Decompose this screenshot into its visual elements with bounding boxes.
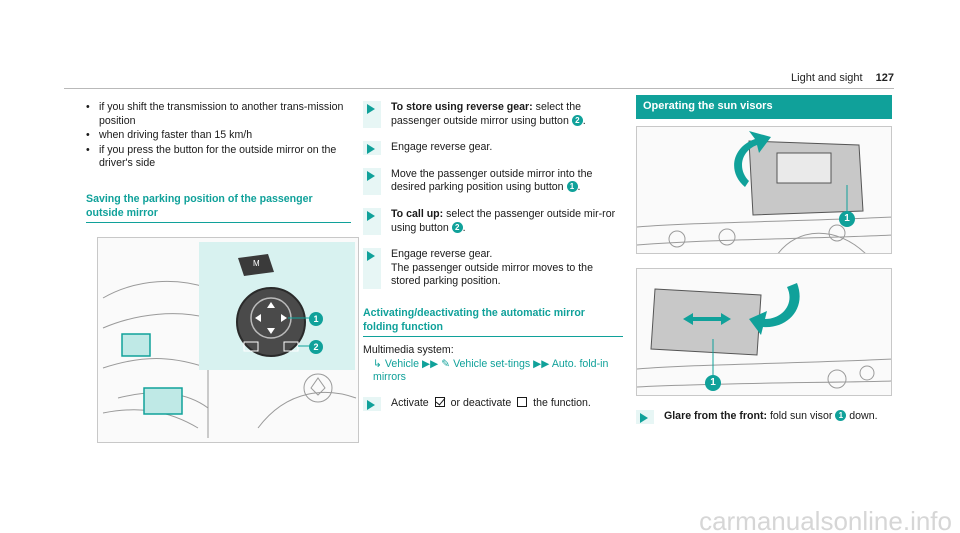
step-text: Move the passenger outside mirror into t…	[391, 167, 593, 194]
header-rule	[64, 88, 894, 89]
step-text: Activate	[391, 396, 429, 409]
sun-visor-illustration-side: 1	[636, 267, 892, 396]
page-header: Light and sight 127	[791, 72, 894, 86]
header-section: Light and sight	[791, 72, 863, 84]
step-tail: down.	[846, 409, 878, 422]
instruction-step: Glare from the front: fold sun visor 1 d…	[636, 409, 892, 424]
path-separator-icon: ▶▶	[533, 357, 550, 370]
step-text: select the passenger outside mirror usin…	[391, 101, 581, 127]
section-title-sun-visors: Operating the sun visors	[636, 95, 892, 119]
step-text: the function.	[533, 396, 591, 409]
step-arrow-icon	[363, 141, 381, 156]
condition-list: if you shift the transmission to another…	[86, 101, 351, 171]
step-result-text: The passenger outside mirror moves to th…	[391, 261, 593, 288]
step-text: select the passenger outside mir-ror usi…	[391, 207, 616, 234]
button-number: 2	[571, 114, 583, 126]
step-tail: .	[582, 114, 586, 127]
step-heading: Glare from the front:	[664, 409, 767, 422]
unchecked-checkbox-icon	[517, 396, 528, 407]
watermark: carmanualsonline.info	[699, 506, 952, 533]
instruction-step: Engage reverse gear. The passenger outsi…	[363, 248, 623, 289]
column-1: if you shift the transmission to another…	[86, 95, 359, 444]
step-heading: To store using reverse gear:	[391, 101, 533, 113]
instruction-step: To store using reverse gear: select the …	[363, 101, 623, 129]
path-separator-icon: ▶▶	[421, 357, 439, 370]
sun-visor-side-drawing	[637, 282, 891, 389]
instruction-step: Move the passenger outside mirror into t…	[363, 167, 623, 195]
sun-visor-illustration-up: 1	[636, 125, 892, 254]
list-item: when driving faster than 15 km/h	[86, 129, 351, 143]
step-arrow-icon	[363, 396, 381, 411]
menu-item-vehicle-settings: Vehicle set-tings	[453, 357, 531, 370]
menu-item-auto-fold: Auto. fold-in mirrors	[373, 357, 609, 384]
column-3: Operating the sun visors 1	[636, 95, 892, 436]
visor-number: 1	[835, 409, 847, 421]
button-number: 2	[451, 221, 463, 233]
car-settings-icon: ✎	[441, 357, 451, 370]
instruction-step: Engage reverse gear.	[363, 141, 623, 156]
step-arrow-icon	[363, 207, 381, 236]
callout-1: 1	[839, 210, 855, 227]
step-text: or deactivate	[450, 396, 512, 409]
checked-checkbox-icon	[434, 396, 445, 407]
menu-path-line: ↳ Vehicle ▶▶ ✎ Vehicle set-tings ▶▶ Auto…	[363, 358, 623, 385]
step-heading: To call up:	[391, 207, 444, 220]
callout-1: 1	[705, 374, 721, 391]
door-control-illustration: M 1 2	[97, 237, 359, 444]
memory-button-label: M	[253, 259, 260, 269]
step-arrow-icon	[363, 101, 381, 129]
callout-1: 1	[309, 312, 323, 327]
list-item: if you shift the transmission to another…	[86, 101, 351, 128]
section-title-auto-folding: Activating/deactivating the automatic mi…	[363, 307, 623, 338]
callout-2: 2	[309, 340, 323, 355]
list-item: if you press the button for the outside …	[86, 144, 351, 171]
section-title-parking-position: Saving the parking position of the passe…	[86, 193, 351, 224]
step-arrow-icon	[636, 409, 654, 424]
column-2: To store using reverse gear: select the …	[363, 95, 623, 424]
step-arrow-icon	[363, 248, 381, 289]
step-text: fold sun visor	[767, 409, 836, 422]
step-tail: .	[577, 181, 581, 194]
page-number: 127	[875, 72, 894, 84]
instruction-step: To call up: select the passenger outside…	[363, 207, 623, 236]
multimedia-path: Multimedia system: ↳ Vehicle ▶▶ ✎ Vehicl…	[363, 344, 623, 385]
step-arrow-icon	[363, 167, 381, 195]
instruction-step: Activate or deactivate the function.	[363, 396, 623, 411]
button-number: 1	[566, 181, 578, 193]
door-panel-drawing	[102, 242, 357, 439]
menu-item-vehicle: Vehicle	[384, 357, 420, 370]
step-text: Engage reverse gear.	[391, 141, 493, 154]
step-tail: .	[462, 221, 466, 234]
multimedia-label: Multimedia system:	[363, 344, 454, 357]
step-text: Engage reverse gear.	[391, 248, 493, 261]
return-arrow-icon: ↳	[373, 357, 382, 370]
sun-visor-drawing	[637, 130, 891, 253]
